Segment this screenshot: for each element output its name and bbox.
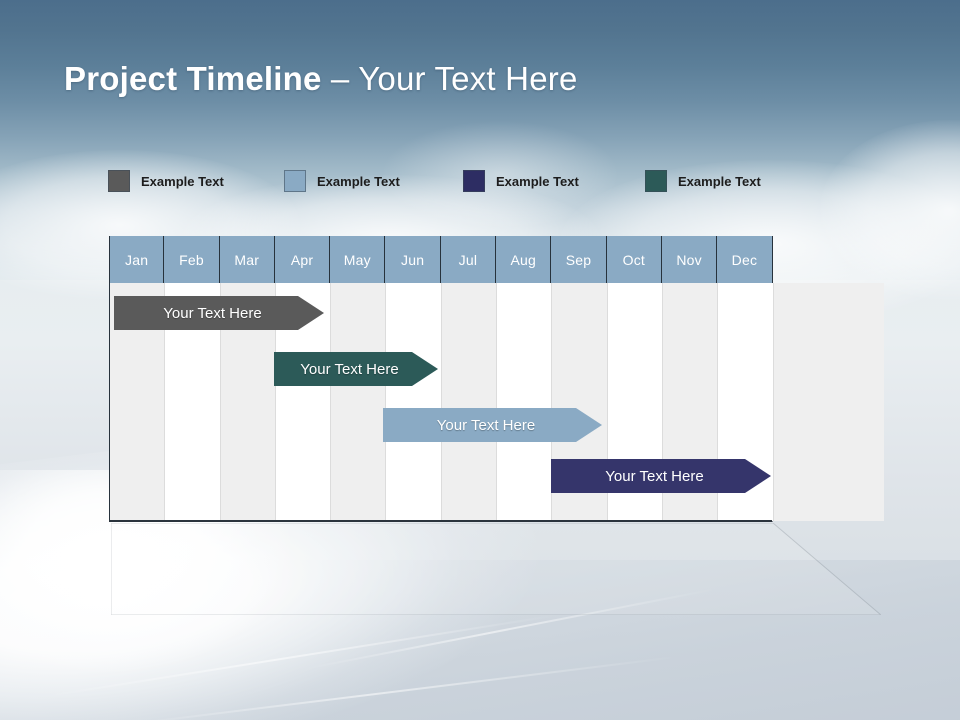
grid-column-aug: [497, 283, 553, 521]
month-header-feb[interactable]: Feb: [164, 236, 220, 283]
legend: Example Text Example Text Example Text Exam…: [108, 167, 808, 195]
grid-column-jun: [386, 283, 442, 521]
month-header-aug[interactable]: Aug: [496, 236, 552, 283]
legend-item-label: Example Text: [317, 173, 400, 189]
legend-item-label: Example Text: [678, 173, 761, 189]
legend-navy-swatch-icon: [463, 170, 485, 192]
legend-item-label: Example Text: [141, 173, 224, 189]
task-bar-teal[interactable]: Your Text Here: [274, 352, 438, 386]
legend-item: Example Text: [284, 167, 400, 195]
month-header-apr[interactable]: Apr: [274, 236, 331, 283]
task-bar-gray[interactable]: Your Text Here: [114, 296, 324, 330]
grid-column-jul: [441, 283, 498, 521]
legend-item: Example Text: [108, 167, 224, 195]
month-header-nov[interactable]: Nov: [661, 236, 718, 283]
task-bar-label: Your Text Here: [605, 467, 704, 485]
month-header-jun[interactable]: Jun: [385, 236, 441, 283]
legend-item: Example Text: [463, 167, 579, 195]
legend-lightblue-swatch-icon: [284, 170, 306, 192]
task-bar-label: Your Text Here: [300, 360, 399, 378]
title-light: – Your Text Here: [321, 60, 578, 97]
task-bar-label: Your Text Here: [163, 304, 262, 322]
title-strong: Project Timeline: [64, 60, 322, 97]
month-header-oct[interactable]: Oct: [606, 236, 662, 283]
legend-item-label: Example Text: [496, 173, 579, 189]
month-header-jan[interactable]: Jan: [109, 236, 165, 283]
task-bar-label: Your Text Here: [436, 416, 536, 434]
month-header-may[interactable]: May: [330, 236, 386, 283]
grid-bottom-rule: [109, 520, 772, 522]
legend-item: Example Text: [645, 167, 761, 195]
legend-teal-swatch-icon: [645, 170, 667, 192]
page-title: Project Timeline – Your Text Here: [64, 60, 578, 98]
task-bar-lightblue[interactable]: Your Text Here: [383, 408, 602, 442]
legend-gray-swatch-icon: [108, 170, 130, 192]
month-header-jul[interactable]: Jul: [440, 236, 497, 283]
task-bar-navy[interactable]: Your Text Here: [551, 459, 771, 493]
month-header-dec[interactable]: Dec: [717, 236, 773, 283]
grid-column-tail: [773, 283, 884, 521]
grid-column-may: [331, 283, 387, 521]
month-header-sep[interactable]: Sep: [551, 236, 607, 283]
month-header-mar[interactable]: Mar: [219, 236, 275, 283]
